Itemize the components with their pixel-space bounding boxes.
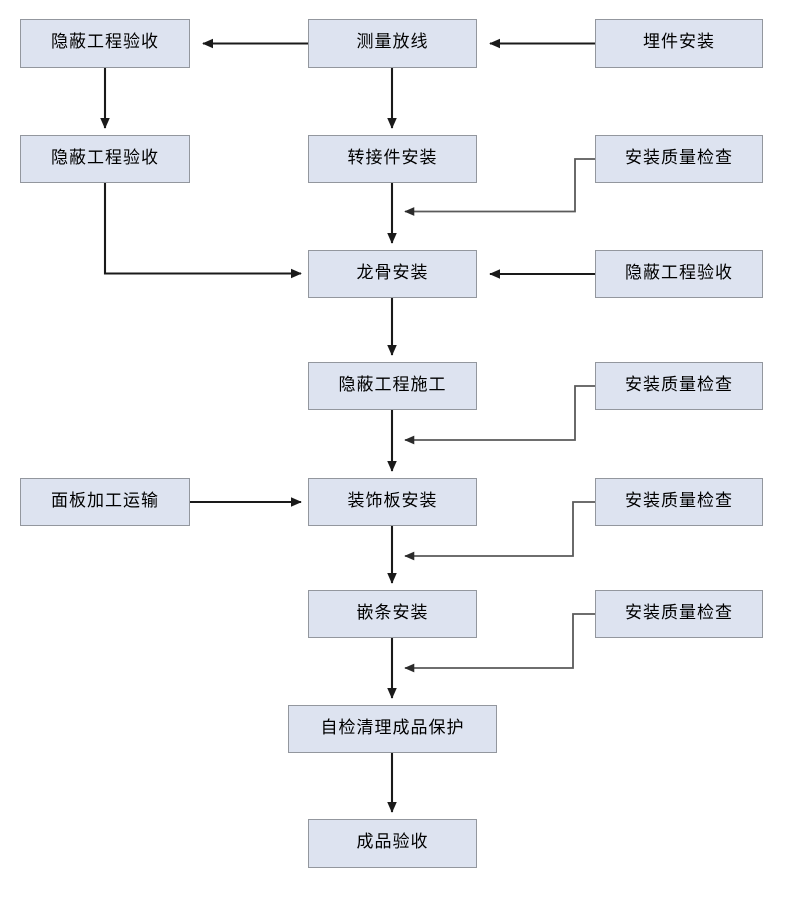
node-final-product-acceptance[interactable]: 成品验收 (308, 819, 477, 868)
node-label: 装饰板安装 (347, 490, 438, 511)
node-label: 安装质量检查 (625, 490, 733, 511)
node-quality-inspection-2[interactable]: 安装质量检查 (595, 362, 763, 410)
node-label: 隐蔽工程施工 (338, 374, 447, 395)
node-label: 隐蔽工程验收 (51, 32, 159, 52)
node-decorative-panel-install[interactable]: 装饰板安装 (308, 478, 477, 526)
node-quality-inspection-4[interactable]: 安装质量检查 (595, 590, 763, 638)
node-insert-strip-install[interactable]: 嵌条安装 (308, 590, 477, 638)
node-label: 成品验收 (356, 832, 429, 852)
node-label: 面板加工运输 (51, 490, 159, 511)
node-embedded-part-install[interactable]: 埋件安装 (595, 19, 763, 68)
node-label: 隐蔽工程验收 (625, 262, 733, 283)
node-panel-fabrication-transport[interactable]: 面板加工运输 (20, 478, 190, 526)
node-concealed-acceptance-right[interactable]: 隐蔽工程验收 (595, 250, 763, 298)
node-label: 转接件安装 (347, 147, 438, 168)
node-adapter-install[interactable]: 转接件安装 (308, 135, 477, 183)
node-concealed-acceptance-top[interactable]: 隐蔽工程验收 (20, 19, 190, 68)
node-concealed-work-construction[interactable]: 隐蔽工程施工 (308, 362, 477, 410)
node-self-check-clean-protect[interactable]: 自检清理成品保护 (288, 705, 497, 753)
node-label: 隐蔽工程验收 (51, 147, 159, 168)
node-label: 安装质量检查 (625, 147, 733, 168)
node-label: 安装质量检查 (625, 374, 733, 395)
node-label: 龙骨安装 (356, 262, 429, 283)
node-quality-inspection-1[interactable]: 安装质量检查 (595, 135, 763, 183)
node-keel-install[interactable]: 龙骨安装 (308, 250, 477, 298)
node-label: 自检清理成品保护 (320, 717, 465, 738)
node-concealed-acceptance-left[interactable]: 隐蔽工程验收 (20, 135, 190, 183)
node-label: 埋件安装 (643, 32, 715, 52)
node-label: 测量放线 (356, 32, 429, 52)
node-label: 嵌条安装 (356, 602, 429, 623)
node-survey-setting-out[interactable]: 测量放线 (308, 19, 477, 68)
node-quality-inspection-3[interactable]: 安装质量检查 (595, 478, 763, 526)
node-label: 安装质量检查 (625, 602, 733, 623)
